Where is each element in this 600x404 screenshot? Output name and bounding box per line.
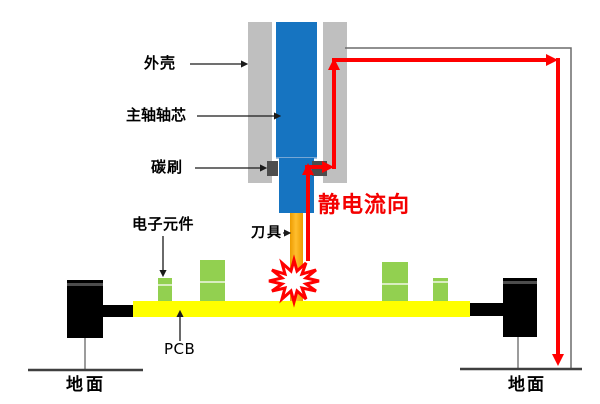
- component-large-left: [200, 260, 225, 301]
- support-left-block: [67, 280, 103, 338]
- spindle-core-label: 主轴轴芯: [126, 106, 187, 124]
- support-top-line: [67, 283, 103, 286]
- carbon-brush-label: 碳刷: [151, 158, 184, 176]
- component-small-right: [433, 278, 448, 301]
- housing-left-bar: [248, 22, 272, 183]
- static-flow-path: [302, 54, 564, 366]
- pcb-board: [133, 301, 470, 317]
- ground-left-label: 地面: [66, 375, 106, 395]
- component-divider: [200, 281, 225, 283]
- support-right-arm: [470, 303, 503, 316]
- support-top-line: [503, 281, 537, 284]
- support-left-arm: [103, 305, 133, 317]
- label-arrows: [159, 60, 292, 341]
- tool-label: 刀具: [251, 225, 283, 241]
- housing-label: 外壳: [144, 54, 177, 72]
- component-large-right: [382, 262, 408, 301]
- ground-right-label: 地面: [508, 375, 546, 395]
- support-right-block: [503, 278, 537, 337]
- component-divider: [433, 281, 448, 283]
- pcb-label: PCB: [164, 340, 196, 358]
- component-label: 电子元件: [132, 215, 195, 233]
- static-flow-label: 静电流向: [318, 193, 411, 218]
- ground-wire: [345, 47, 572, 368]
- component-divider: [382, 283, 408, 285]
- component-small-left: [158, 278, 172, 301]
- spindle-core-upper: [276, 22, 317, 158]
- component-divider: [158, 284, 172, 286]
- carbon-brush-left: [267, 161, 278, 176]
- esd-spark-icon: [268, 254, 320, 308]
